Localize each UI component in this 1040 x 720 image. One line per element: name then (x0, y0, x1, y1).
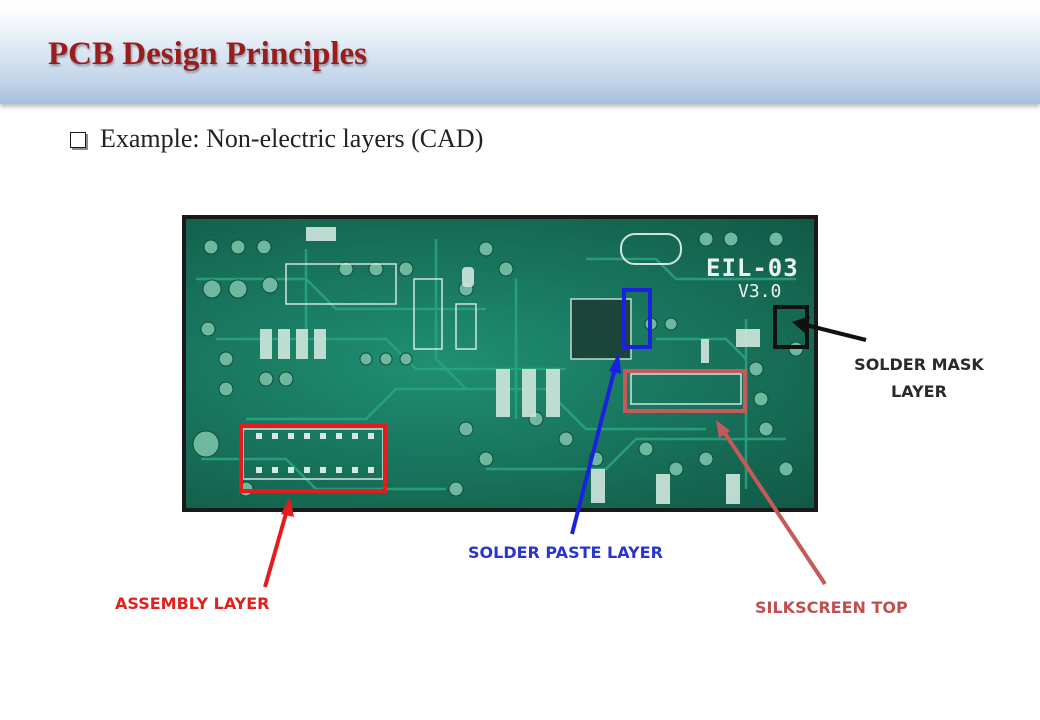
solder-paste-arrow (570, 367, 617, 535)
assembly-arrow (263, 509, 289, 588)
silkscreen-highlight (623, 369, 747, 413)
board-version: V3.0 (738, 281, 782, 302)
board-marking: EIL-03 (706, 254, 799, 282)
bullet-text: Example: Non-electric layers (CAD) (100, 124, 484, 153)
bullet-item: Example: Non-electric layers (CAD) (70, 124, 483, 154)
pcb-board: EIL-03 V3.0 (186, 219, 814, 508)
solder-paste-arrowhead (609, 352, 621, 374)
bullet-square-icon (70, 132, 86, 148)
solder-paste-highlight (622, 288, 652, 349)
title-bar (0, 8, 1040, 104)
solder-mask-label-line2: LAYER (891, 382, 947, 401)
silkscreen-arrowhead (716, 420, 730, 438)
assembly-arrowhead (281, 497, 294, 517)
solder-paste-label: SOLDER PASTE LAYER (468, 543, 663, 562)
silkscreen-label: SILKSCREEN TOP (755, 598, 908, 617)
solder-mask-arrow (805, 323, 867, 342)
pcb-photo: EIL-03 V3.0 (182, 215, 818, 512)
solder-mask-label-line1: SOLDER MASK (854, 355, 984, 374)
assembly-highlight (239, 424, 387, 493)
silkscreen-arrow (722, 430, 827, 586)
solder-mask-label: SOLDER MASK LAYER (832, 351, 1006, 405)
slide-title: PCB Design Principles (48, 36, 367, 72)
assembly-label: ASSEMBLY LAYER (115, 594, 270, 613)
solder-mask-arrowhead (792, 316, 810, 334)
